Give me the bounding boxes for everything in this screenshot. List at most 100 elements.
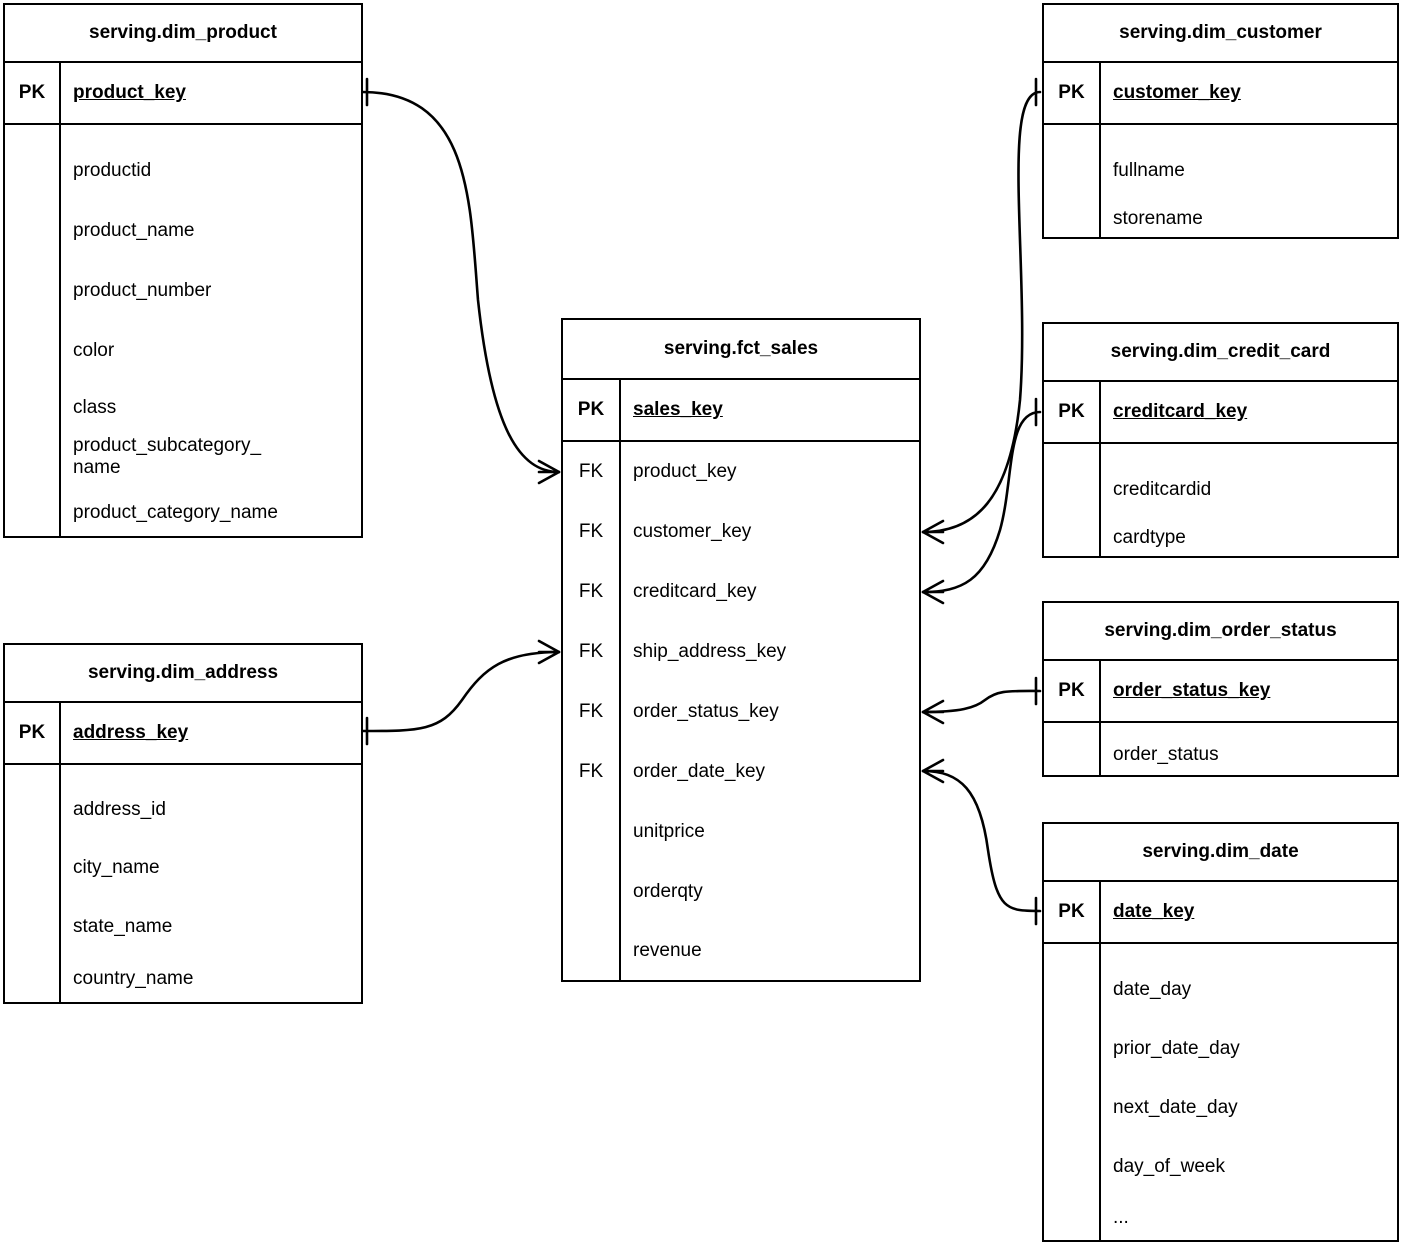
attribute-list: address_id city_name state_name country_… xyxy=(61,765,361,1002)
cardinality-many-product xyxy=(537,459,561,485)
pk-field-name: sales_key xyxy=(633,399,723,421)
entity-dim-credit-card[interactable]: serving.dim_credit_card PK creditcard_ke… xyxy=(1042,322,1399,558)
attribute-block-dim-address: address_id city_name state_name country_… xyxy=(5,765,361,1002)
entity-title-fct-sales: serving.fct_sales xyxy=(563,320,919,380)
attribute-country-name: country_name xyxy=(73,967,194,989)
attribute-gutter xyxy=(563,802,621,980)
attribute-product-subcategory-name: product_subcategory_ name xyxy=(73,435,262,478)
fk-label: FK xyxy=(563,502,621,562)
attribute-state-name: state_name xyxy=(73,915,173,937)
fk-label: FK xyxy=(563,622,621,682)
attribute-block-dim-customer: fullname storename xyxy=(1044,125,1397,237)
entity-title-dim-date: serving.dim_date xyxy=(1044,824,1397,882)
attribute-gutter xyxy=(1044,444,1101,556)
entity-title-dim-address: serving.dim_address xyxy=(5,645,361,703)
cardinality-many-orderstatus xyxy=(921,699,945,725)
entity-dim-order-status[interactable]: serving.dim_order_status PK order_status… xyxy=(1042,601,1399,777)
relationship-line-orderstatus xyxy=(921,689,1042,714)
attribute-gutter xyxy=(5,125,61,536)
attribute-product-number: product_number xyxy=(73,280,212,302)
fk-row-order-date-key: FK order_date_key xyxy=(563,742,919,802)
attribute-block-dim-date: date_day prior_date_day next_date_day da… xyxy=(1044,944,1397,1240)
pk-field-name: customer_key xyxy=(1113,82,1241,104)
pk-field-name: address_key xyxy=(73,722,189,744)
pk-field-name: product_key xyxy=(73,82,186,104)
attribute-gutter xyxy=(1044,125,1101,237)
pk-field-name: creditcard_key xyxy=(1113,401,1248,423)
pk-row-dim-customer: PK customer_key xyxy=(1044,63,1397,125)
fk-row-product-key: FK product_key xyxy=(563,442,919,502)
cardinality-many-date xyxy=(921,758,945,784)
pk-row-dim-credit-card: PK creditcard_key xyxy=(1044,382,1397,444)
attribute-cardtype: cardtype xyxy=(1113,527,1186,549)
attribute-list: creditcardid cardtype xyxy=(1101,444,1397,556)
fk-label: FK xyxy=(563,682,621,742)
attribute-next-date-day: next_date_day xyxy=(1113,1097,1238,1119)
attribute-block-dim-credit-card: creditcardid cardtype xyxy=(1044,444,1397,556)
attribute-product-name: product_name xyxy=(73,220,195,242)
fk-row-creditcard-key: FK creditcard_key xyxy=(563,562,919,622)
attribute-productid: productid xyxy=(73,160,152,182)
pk-label: PK xyxy=(1044,63,1101,123)
entity-dim-address[interactable]: serving.dim_address PK address_key addre… xyxy=(3,643,363,1004)
pk-label: PK xyxy=(1044,382,1101,442)
fk-field-name: customer_key xyxy=(633,521,752,543)
fk-row-customer-key: FK customer_key xyxy=(563,502,919,562)
fk-label: FK xyxy=(563,442,621,502)
attribute-gutter xyxy=(1044,723,1101,775)
entity-title-dim-product: serving.dim_product xyxy=(5,5,361,63)
attribute-day-of-week: day_of_week xyxy=(1113,1156,1225,1178)
entity-title-dim-order-status: serving.dim_order_status xyxy=(1044,603,1397,661)
attribute-storename: storename xyxy=(1113,208,1203,230)
pk-field-name: date_key xyxy=(1113,901,1195,923)
fk-field-name: ship_address_key xyxy=(633,641,787,663)
relationship-line-creditcard xyxy=(921,410,1042,594)
attribute-gutter xyxy=(1044,944,1101,1240)
attribute-date-day: date_day xyxy=(1113,978,1192,1000)
entity-fct-sales[interactable]: serving.fct_sales PK sales_key FK produc… xyxy=(561,318,921,982)
attribute-unitprice: unitprice xyxy=(633,821,705,843)
cardinality-many-creditcard xyxy=(921,579,945,605)
fk-label: FK xyxy=(563,742,621,802)
cardinality-many-address xyxy=(537,639,561,665)
fk-field-name: creditcard_key xyxy=(633,581,757,603)
attribute-creditcardid: creditcardid xyxy=(1113,479,1212,501)
relationship-line-customer xyxy=(921,90,1042,534)
attribute-block-dim-product: productid product_name product_number co… xyxy=(5,125,361,536)
attribute-orderqty: orderqty xyxy=(633,881,703,903)
pk-label: PK xyxy=(5,63,61,123)
attribute-class: class xyxy=(73,397,117,419)
entity-dim-customer[interactable]: serving.dim_customer PK customer_key ful… xyxy=(1042,3,1399,239)
pk-label: PK xyxy=(563,380,621,440)
attribute-color: color xyxy=(73,340,115,362)
fk-row-order-status-key: FK order_status_key xyxy=(563,682,919,742)
attribute-list: order_status xyxy=(1101,723,1397,775)
pk-row-dim-order-status: PK order_status_key xyxy=(1044,661,1397,723)
entity-dim-date[interactable]: serving.dim_date PK date_key date_day pr… xyxy=(1042,822,1399,1242)
pk-field-name: order_status_key xyxy=(1113,680,1271,702)
attribute-list: productid product_name product_number co… xyxy=(61,125,361,536)
attribute-list: unitprice orderqty revenue xyxy=(621,802,919,980)
attribute-fullname: fullname xyxy=(1113,160,1185,182)
attribute-gutter xyxy=(5,765,61,1002)
pk-row-dim-product: PK product_key xyxy=(5,63,361,125)
fk-row-ship-address-key: FK ship_address_key xyxy=(563,622,919,682)
attribute-product-category-name: product_category_name xyxy=(73,502,278,524)
attribute-city-name: city_name xyxy=(73,857,160,879)
fk-field-name: product_key xyxy=(633,461,737,483)
entity-title-dim-credit-card: serving.dim_credit_card xyxy=(1044,324,1397,382)
pk-label: PK xyxy=(1044,882,1101,942)
entity-dim-product[interactable]: serving.dim_product PK product_key produ… xyxy=(3,3,363,538)
attribute-address-id: address_id xyxy=(73,799,166,821)
pk-label: PK xyxy=(5,703,61,763)
fk-label: FK xyxy=(563,562,621,622)
pk-row-dim-address: PK address_key xyxy=(5,703,361,765)
relationship-line-date xyxy=(921,769,1042,913)
relationship-line-address xyxy=(361,650,561,733)
attribute-revenue: revenue xyxy=(633,940,702,962)
attribute-block-fct-sales: unitprice orderqty revenue xyxy=(563,802,919,980)
entity-title-dim-customer: serving.dim_customer xyxy=(1044,5,1397,63)
fk-field-name: order_status_key xyxy=(633,701,779,723)
attribute-block-dim-order-status: order_status xyxy=(1044,723,1397,775)
